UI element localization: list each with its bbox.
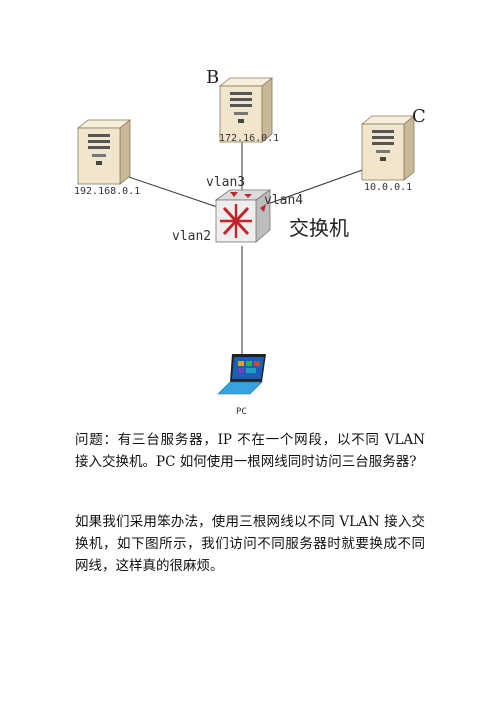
vlan4-label: vlan4 [264, 193, 303, 208]
pc-label: PC [236, 407, 247, 417]
server-icon [361, 115, 415, 181]
link-left-server [113, 171, 233, 213]
switch-label: 交换机 [289, 216, 349, 240]
question-paragraph: 问题：有三台服务器，IP 不在一个网段，以不同 VLAN 接入交换机。PC 如何… [75, 432, 425, 470]
server-icon [77, 119, 131, 185]
switch-icon [214, 189, 272, 243]
network-diagram: B C 172.16.0.1 192.168.0.1 10.0.0.1 vlan… [74, 67, 426, 417]
laptop-icon [217, 354, 266, 395]
vlan3-label: vlan3 [206, 175, 245, 190]
ip-label-c: 10.0.0.1 [364, 182, 412, 193]
ip-label-b: 172.16.0.1 [219, 133, 279, 144]
server-b-letter: B [206, 67, 219, 88]
vlan2-label: vlan2 [172, 229, 211, 244]
server-c-letter: C [412, 106, 426, 127]
explanation-paragraph: 如果我们采用笨办法，使用三根网线以不同 VLAN 接入交换机，如下图所示，我们访… [75, 514, 425, 574]
link-server-c [261, 167, 369, 207]
ip-label-left: 192.168.0.1 [74, 186, 140, 197]
